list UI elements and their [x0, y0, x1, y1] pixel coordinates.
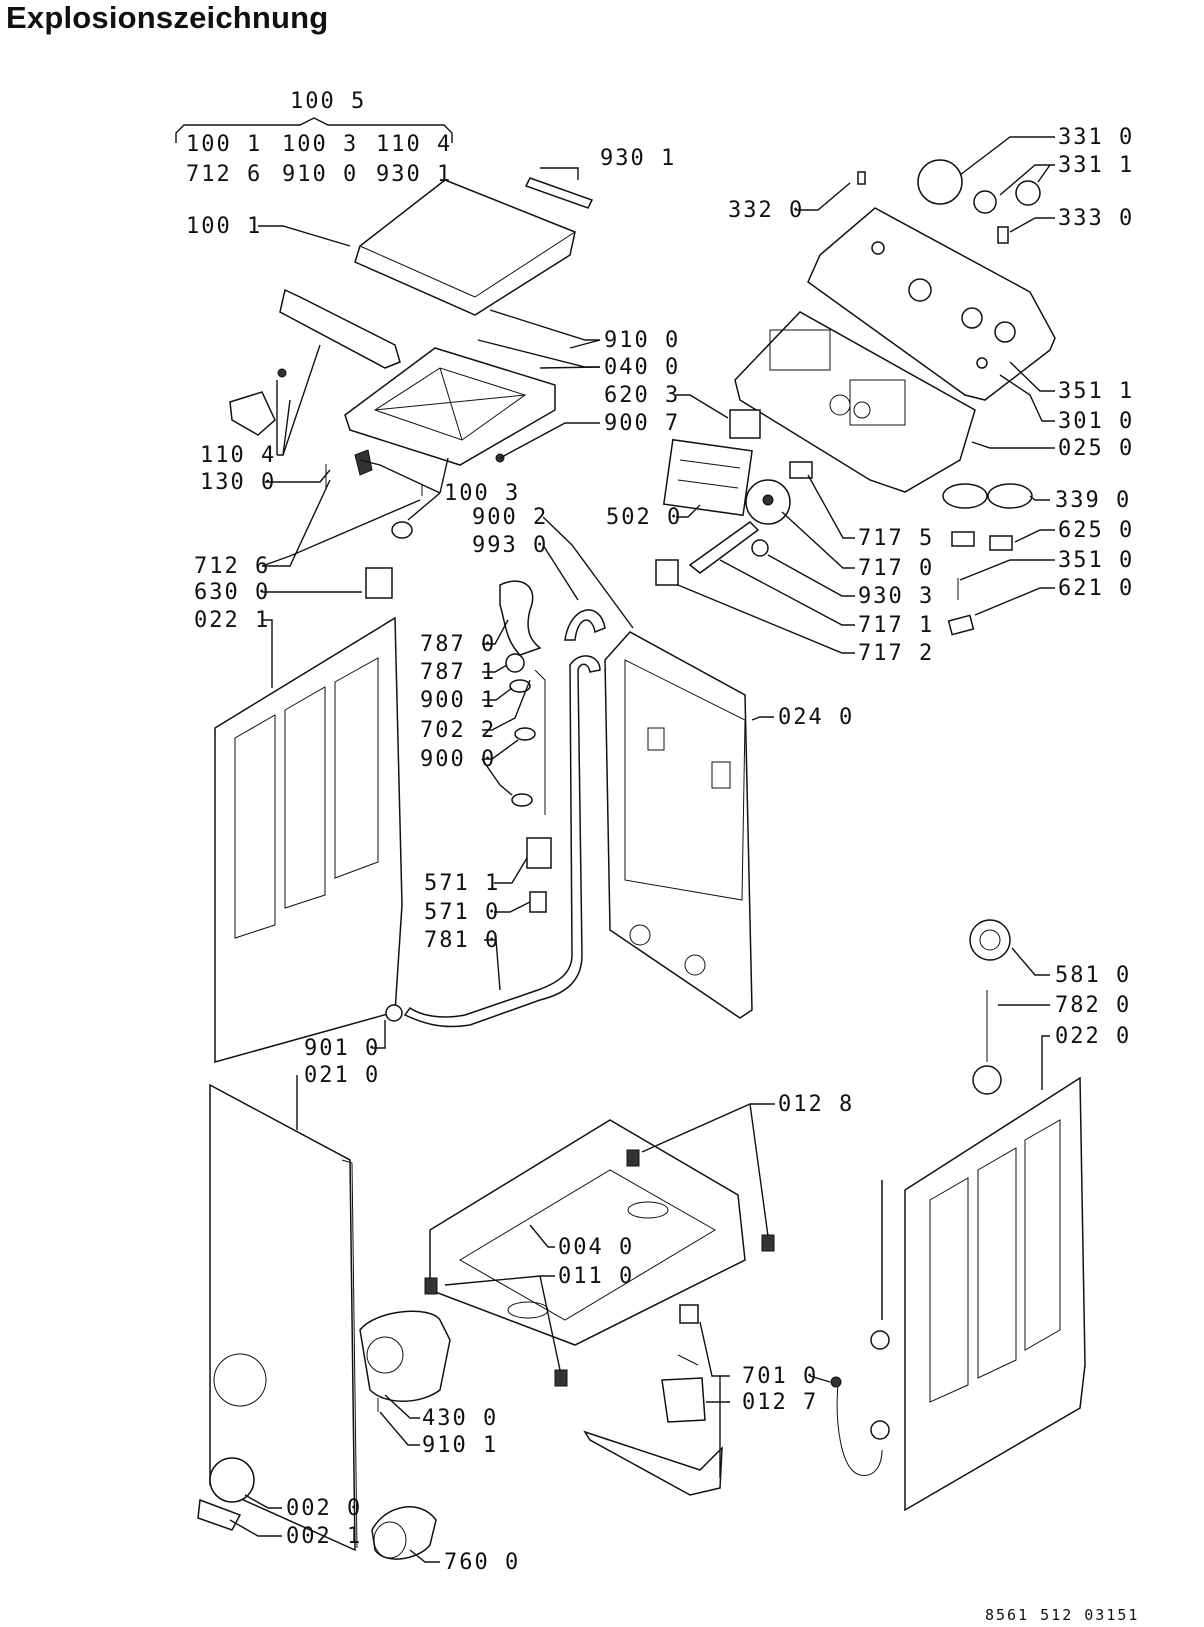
part-callout: 787 1 — [420, 660, 496, 685]
part-callout: 900 1 — [420, 688, 496, 713]
document-id: 8561 512 03151 — [985, 1606, 1139, 1624]
part-callout: 011 0 — [558, 1264, 634, 1289]
part-callout: 022 1 — [194, 608, 270, 633]
part-callout: 100 3 — [444, 481, 520, 506]
part-callout: 620 3 — [604, 383, 680, 408]
top-frame-part — [344, 347, 556, 466]
part-callout: 331 1 — [1058, 153, 1134, 178]
part-callout: 900 7 — [604, 411, 680, 436]
lid-part — [354, 179, 576, 316]
part-callout: 621 0 — [1058, 576, 1134, 601]
part-callout: 002 0 — [286, 1496, 362, 1521]
group-header-item: 100 3 — [282, 132, 358, 157]
pump-housing-part — [359, 1310, 451, 1402]
part-callout: 930 3 — [858, 584, 934, 609]
part-callout: 351 0 — [1058, 548, 1134, 573]
knob-large-part — [917, 159, 963, 205]
part-callout: 022 0 — [1055, 1024, 1131, 1049]
part-callout: 301 0 — [1058, 409, 1134, 434]
part-callout: 100 1 — [186, 214, 262, 239]
part-callout: 502 0 — [606, 505, 682, 530]
part-callout: 025 0 — [1058, 436, 1134, 461]
part-callout: 004 0 — [558, 1235, 634, 1260]
part-callout: 760 0 — [444, 1550, 520, 1575]
part-callout: 339 0 — [1055, 488, 1131, 513]
part-callout: 717 1 — [858, 613, 934, 638]
dispenser-part — [734, 311, 976, 493]
part-callout: 717 0 — [858, 556, 934, 581]
part-callout: 781 0 — [424, 928, 500, 953]
part-callout: 430 0 — [422, 1406, 498, 1431]
part-callout: 930 1 — [600, 146, 676, 171]
part-callout: 712 6 — [194, 554, 270, 579]
hinge-part — [229, 391, 276, 436]
part-callout: 571 1 — [424, 871, 500, 896]
part-callout: 351 1 — [1058, 379, 1134, 404]
group-header-item: 110 4 — [376, 132, 452, 157]
part-callout: 331 0 — [1058, 125, 1134, 150]
part-callout: 012 7 — [742, 1390, 818, 1415]
lid-handle-part — [279, 288, 401, 369]
page-title: Explosionszeichnung — [6, 0, 329, 35]
part-callout: 024 0 — [778, 705, 854, 730]
pump-part — [969, 919, 1011, 961]
part-callout: 571 0 — [424, 900, 500, 925]
bellows-hose-part — [499, 580, 542, 656]
callout-labels: 100 5 100 1 100 3 110 4 712 6 910 0 930 … — [186, 89, 1139, 1624]
part-callout: 012 8 — [778, 1092, 854, 1117]
part-callout: 900 2 — [472, 505, 548, 530]
rear-frame-part — [604, 631, 753, 1019]
part-callout: 702 2 — [420, 718, 496, 743]
drain-hose-part — [403, 655, 601, 1028]
part-callout: 332 0 — [728, 198, 804, 223]
part-callout: 002 1 — [286, 1524, 362, 1549]
left-side-panel-part — [214, 616, 403, 1063]
part-callout: 110 4 — [200, 443, 276, 468]
leader-lines — [175, 117, 1055, 1563]
strip-part — [524, 177, 594, 209]
part-callout: 333 0 — [1058, 206, 1134, 231]
group-header-label: 100 5 — [290, 89, 366, 114]
part-callout: 901 0 — [304, 1036, 380, 1061]
front-panel-part — [209, 1083, 356, 1552]
part-callout: 993 0 — [472, 533, 548, 558]
part-callout: 630 0 — [194, 580, 270, 605]
part-callout: 130 0 — [200, 470, 276, 495]
parts-layer — [197, 159, 1086, 1560]
group-header-item: 712 6 — [186, 162, 262, 187]
part-callout: 625 0 — [1058, 518, 1134, 543]
part-callout: 910 0 — [604, 328, 680, 353]
timer-part — [662, 438, 753, 517]
group-header-item: 930 1 — [376, 162, 452, 187]
part-callout: 910 1 — [422, 1433, 498, 1458]
part-callout: 040 0 — [604, 355, 680, 380]
part-callout: 782 0 — [1055, 993, 1131, 1018]
group-header-item: 100 1 — [186, 132, 262, 157]
part-callout: 717 5 — [858, 526, 934, 551]
part-callout: 021 0 — [304, 1063, 380, 1088]
part-callout: 701 0 — [742, 1364, 818, 1389]
filter-part — [371, 1506, 437, 1560]
part-callout: 581 0 — [1055, 963, 1131, 988]
part-callout: 787 0 — [420, 632, 496, 657]
part-callout: 900 0 — [420, 747, 496, 772]
control-panel-part — [807, 207, 1056, 401]
part-callout: 717 2 — [858, 641, 934, 666]
right-side-panel-part — [904, 1076, 1086, 1512]
group-header-item: 910 0 — [282, 162, 358, 187]
